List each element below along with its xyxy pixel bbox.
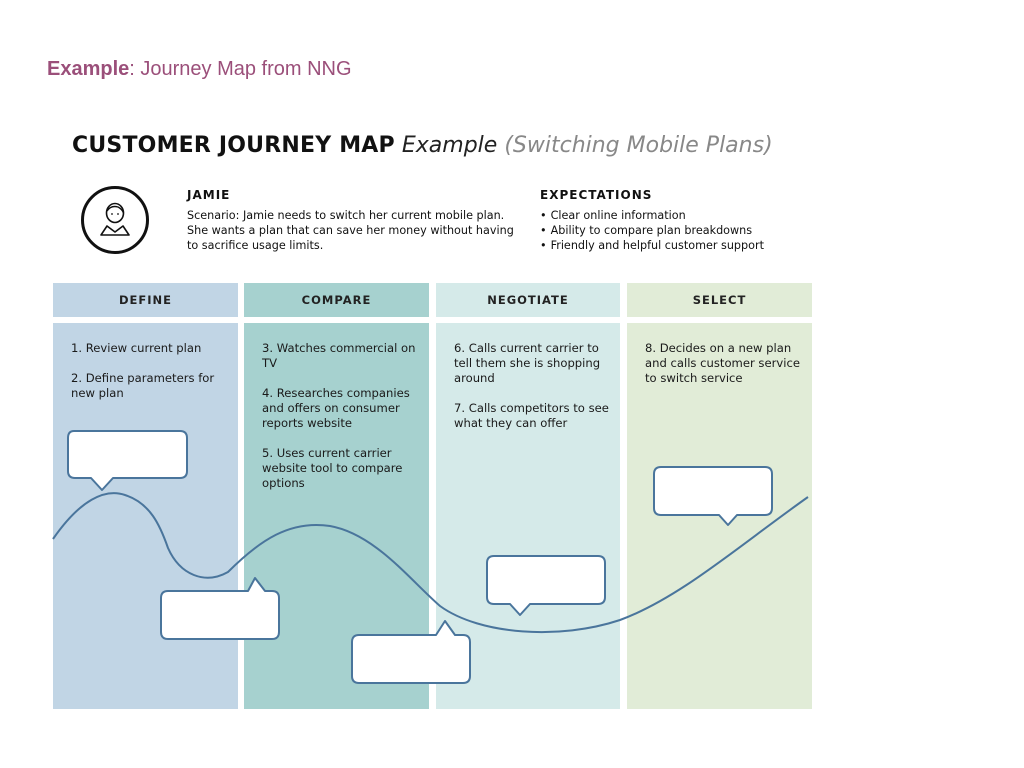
step-item: 6. Calls current carrier to tell them sh… xyxy=(454,341,601,385)
expectations-title: EXPECTATIONS xyxy=(540,188,653,202)
step-item: 2. Define parameters for new plan xyxy=(71,371,215,400)
phase-column-select: 8. Decides on a new plan and calls custo… xyxy=(627,323,812,709)
persona-name: JAMIE xyxy=(187,188,231,202)
phase-header-select: SELECT xyxy=(627,283,812,317)
expectations-list: Clear online information Ability to comp… xyxy=(540,208,764,253)
slide-heading-bold: Example xyxy=(47,58,130,80)
persona-scenario: Scenario: Jamie needs to switch her curr… xyxy=(187,209,514,252)
step-item: 1. Review current plan xyxy=(71,341,202,355)
phase-column-define: 1. Review current plan 2. Define paramet… xyxy=(53,323,238,709)
slide-heading-rest: : Journey Map from NNG xyxy=(129,58,352,80)
phase-header-negotiate: NEGOTIATE xyxy=(436,283,620,317)
phase-header-compare: COMPARE xyxy=(244,283,429,317)
phase-column-negotiate: 6. Calls current carrier to tell them sh… xyxy=(436,323,620,709)
expectation-item: Clear online information xyxy=(540,208,764,223)
map-title: CUSTOMER JOURNEY MAP Example (Switching … xyxy=(72,133,773,158)
map-title-subtitle: (Switching Mobile Plans) xyxy=(504,133,773,158)
map-title-main: CUSTOMER JOURNEY MAP xyxy=(72,133,395,158)
expectation-item: Friendly and helpful customer support xyxy=(540,238,764,253)
phase-column-compare: 3. Watches commercial on TV 4. Researche… xyxy=(244,323,429,709)
expectation-item: Ability to compare plan breakdowns xyxy=(540,223,764,238)
person-avatar-icon xyxy=(81,186,149,254)
map-title-example: Example xyxy=(401,133,498,158)
step-item: 3. Watches commercial on TV xyxy=(262,341,416,370)
step-item: 4. Researches companies and offers on co… xyxy=(262,386,410,430)
step-item: 8. Decides on a new plan and calls custo… xyxy=(645,341,800,385)
slide-heading: Example: Journey Map from NNG xyxy=(47,58,352,81)
step-item: 7. Calls competitors to see what they ca… xyxy=(454,401,609,430)
phase-header-define: DEFINE xyxy=(53,283,238,317)
step-item: 5. Uses current carrier website tool to … xyxy=(262,446,403,490)
